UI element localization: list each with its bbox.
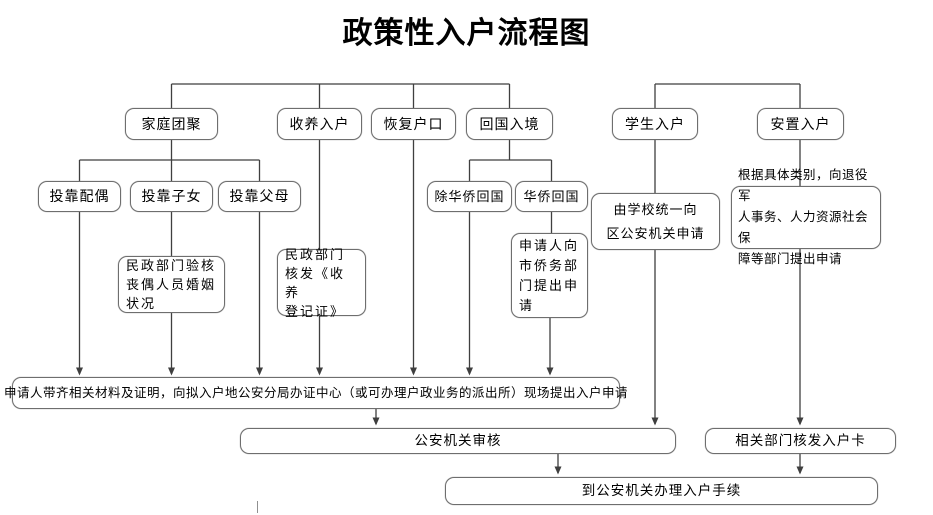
node-main-apply: 申请人带齐相关材料及证明，向拟入户地公安分局办证中心（或可办理户政业务的派出所）…: [4, 377, 628, 409]
node-civil-issue: 民政部门 核发《收养 登记证》: [277, 247, 366, 319]
node-overseas-apply: 申请人向 市侨务部 门提出申 请: [511, 233, 588, 318]
node-non-overseas-return: 除华侨回国: [427, 181, 512, 212]
node-overseas-return: 华侨回国: [515, 181, 588, 212]
node-children: 投靠子女: [130, 181, 213, 212]
node-spouse: 投靠配偶: [38, 181, 121, 212]
flowchart-title: 政策性入户流程图: [342, 17, 591, 50]
node-family-reunion: 家庭团聚: [125, 108, 218, 140]
node-final-step: 到公安机关办理入户手续: [445, 477, 878, 505]
node-restore-hukou: 恢复户口: [371, 108, 456, 140]
node-placement: 安置入户: [757, 108, 844, 140]
node-school-apply: 由学校统一向 区公安机关申请: [591, 193, 720, 250]
node-return-entry: 回国入境: [466, 108, 553, 140]
node-civil-verify: 民政部门验核 丧偶人员婚姻 状况: [118, 256, 225, 313]
stray-mark: [257, 501, 258, 513]
node-parents: 投靠父母: [218, 181, 301, 212]
node-student: 学生入户: [612, 108, 698, 140]
node-police-review: 公安机关审核: [240, 428, 676, 454]
node-issue-card: 相关部门核发入户卡: [705, 428, 896, 454]
node-military-apply: 根据具体类别，向退役军 人事务、人力资源社会保 障等部门提出申请: [731, 168, 881, 266]
node-adoption: 收养入户: [277, 108, 362, 140]
